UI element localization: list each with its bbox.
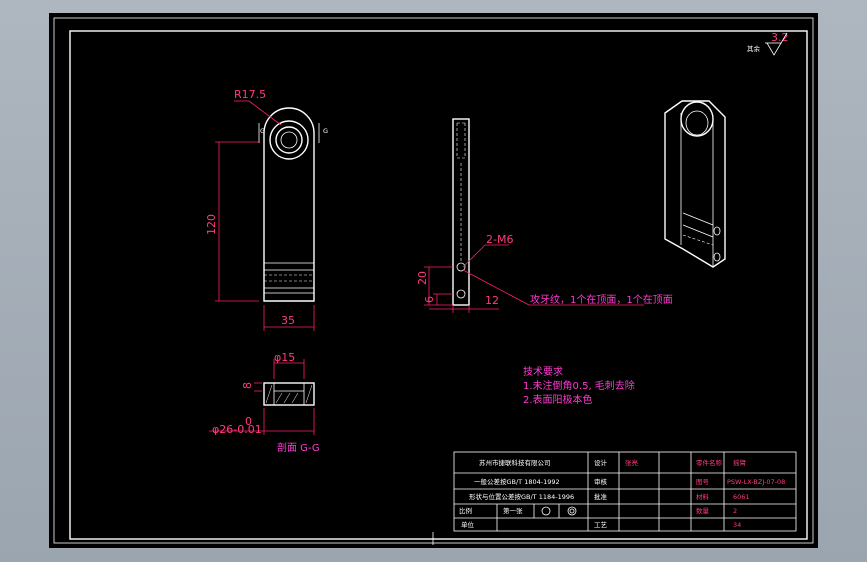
tb-scale-header: 比例 [459, 506, 472, 515]
tb-tolerance-1: 一般公差按GB/T 1804-1992 [474, 477, 560, 486]
thread-label: 2-M6 [486, 233, 513, 246]
cad-viewport[interactable]: 其余 3.2 G G R17.5 120 35 [49, 13, 818, 548]
tb-label-design: 设计 [594, 458, 608, 467]
tb-drawing-no: PSW-LX-BZJ-07-08 [727, 478, 785, 486]
section-caption: 剖面 G-G [277, 441, 320, 454]
tb-label-material: 材料 [696, 492, 710, 501]
notes-title: 技术要求 [523, 365, 563, 378]
tb-tolerance-2: 形状与位置公差按GB/T 1184-1996 [469, 492, 574, 501]
tb-material: 6061 [733, 493, 750, 501]
surface-roughness-symbol: 其余 3.2 [747, 31, 789, 56]
radius-dim: R17.5 [234, 88, 266, 101]
drawing-canvas: 其余 3.2 G G R17.5 120 35 [53, 17, 814, 545]
bore-dim: φ15 [274, 351, 295, 364]
tb-company: 苏州市捷联科技有限公司 [479, 458, 551, 467]
tb-label-drawno: 图号 [696, 478, 710, 486]
tb-label-qty: 数量 [696, 506, 710, 515]
tolerance-zero: 0 [245, 415, 252, 428]
notes-line-2: 2.表面阳极本色 [523, 393, 593, 406]
tb-unit: 单位 [461, 520, 475, 529]
width-dim: 35 [281, 314, 295, 327]
technical-notes: 技术要求 1.未注倒角0.5, 毛刺去除 2.表面阳极本色 [523, 365, 635, 406]
thread-callout: 攻牙纹，1个在顶面，1个在顶面 [530, 293, 673, 306]
tb-process-value: 34 [733, 521, 741, 529]
iso-view [664, 100, 726, 268]
title-block: 苏州市捷联科技有限公司 一般公差按GB/T 1804-1992 形状与位置公差按… [453, 451, 797, 532]
tb-qty: 2 [733, 507, 737, 515]
height-dim: 120 [205, 214, 218, 235]
section-mark-right: G [323, 127, 328, 135]
inner-border [69, 30, 808, 540]
section-view: φ15 8 0 φ26-0.01 剖面 G-G [209, 351, 320, 454]
tb-sheet: 第一张 [503, 506, 523, 515]
dim-12: 12 [485, 294, 499, 307]
side-view: 2-M6 20 6 12 攻牙纹，1个在顶面，1个在顶面 [416, 118, 673, 313]
roughness-label: 其余 [747, 44, 761, 53]
notes-line-1: 1.未注倒角0.5, 毛刺去除 [523, 379, 635, 392]
depth-dim: 8 [241, 382, 254, 389]
section-mark-left: G [260, 127, 265, 135]
roughness-value: 3.2 [771, 31, 789, 44]
tb-label-check: 审核 [594, 477, 608, 486]
tb-label-process: 工艺 [594, 521, 608, 529]
tb-label-approve: 批准 [594, 492, 608, 501]
dim-20: 20 [416, 271, 429, 285]
front-view: G G R17.5 120 35 [205, 88, 328, 331]
tb-part-name: 摇臂 [733, 458, 747, 467]
outer-dim: φ26-0.01 [212, 423, 262, 436]
tb-designer: 张亮 [625, 458, 639, 467]
dim-6: 6 [423, 296, 436, 303]
outer-border [53, 17, 814, 544]
tb-label-name: 零件名称 [696, 458, 723, 467]
